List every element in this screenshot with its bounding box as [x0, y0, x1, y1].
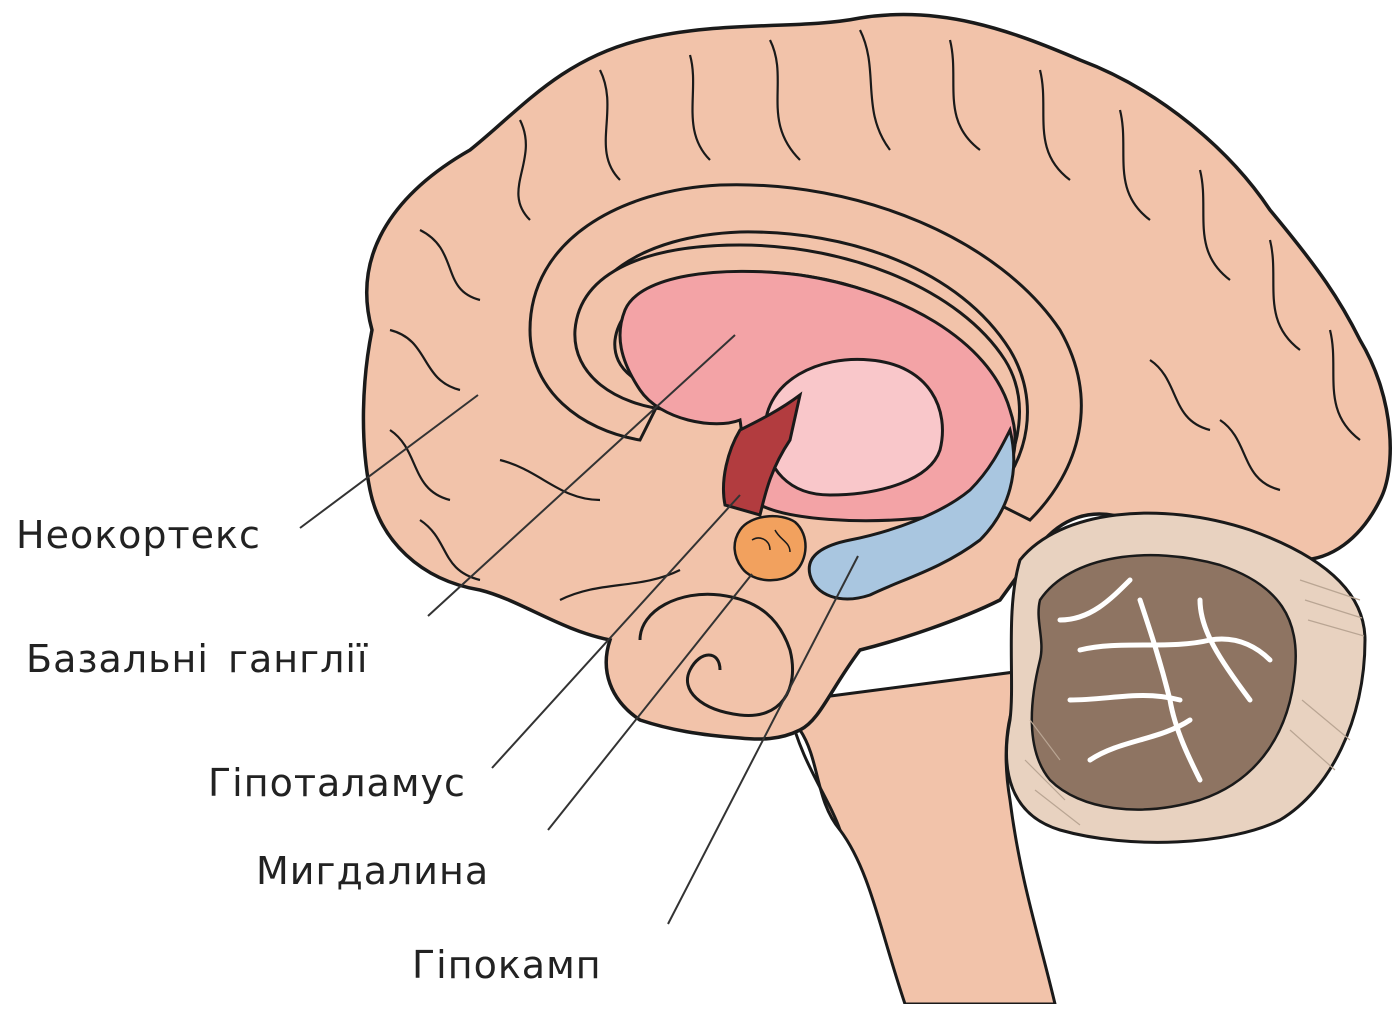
label-basal-ganglia: Базальні ганглії: [26, 640, 368, 678]
label-amygdala: Мигдалина: [256, 852, 489, 890]
cerebellum: [1007, 513, 1365, 842]
label-neocortex: Неокортекс: [16, 516, 261, 554]
label-hypothalamus: Гіпоталамус: [208, 764, 466, 802]
label-hippocampus: Гіпокамп: [412, 946, 602, 984]
